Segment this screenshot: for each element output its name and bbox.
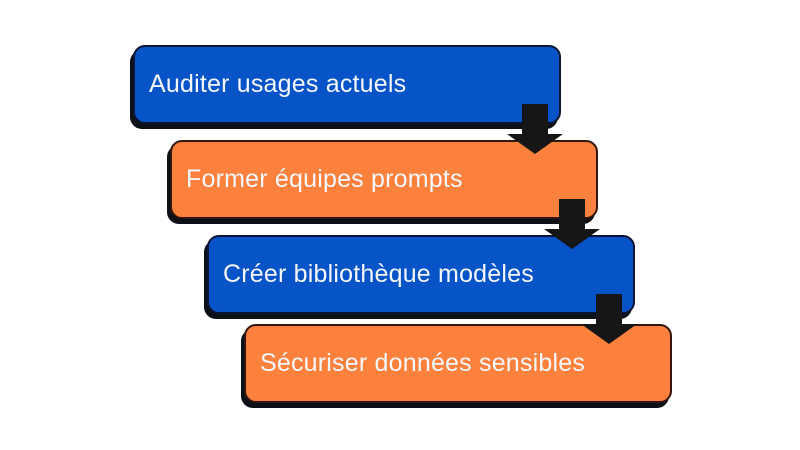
step-box-former: Former équipes prompts: [170, 140, 598, 219]
step-box-creer: Créer bibliothèque modèles: [207, 235, 635, 314]
down-arrow-connector-icon: [544, 199, 600, 249]
step-label: Former équipes prompts: [186, 165, 463, 193]
step-label: Sécuriser données sensibles: [260, 349, 586, 377]
down-arrow-shape: [507, 104, 563, 154]
step-label: Créer bibliothèque modèles: [223, 260, 534, 288]
down-arrow-connector-icon: [507, 104, 563, 154]
step-box-auditer: Auditer usages actuels: [133, 45, 561, 124]
down-arrow-shape: [544, 199, 600, 249]
down-arrow-connector-icon: [581, 294, 637, 344]
down-arrow-shape: [581, 294, 637, 344]
step-label: Auditer usages actuels: [149, 70, 407, 98]
